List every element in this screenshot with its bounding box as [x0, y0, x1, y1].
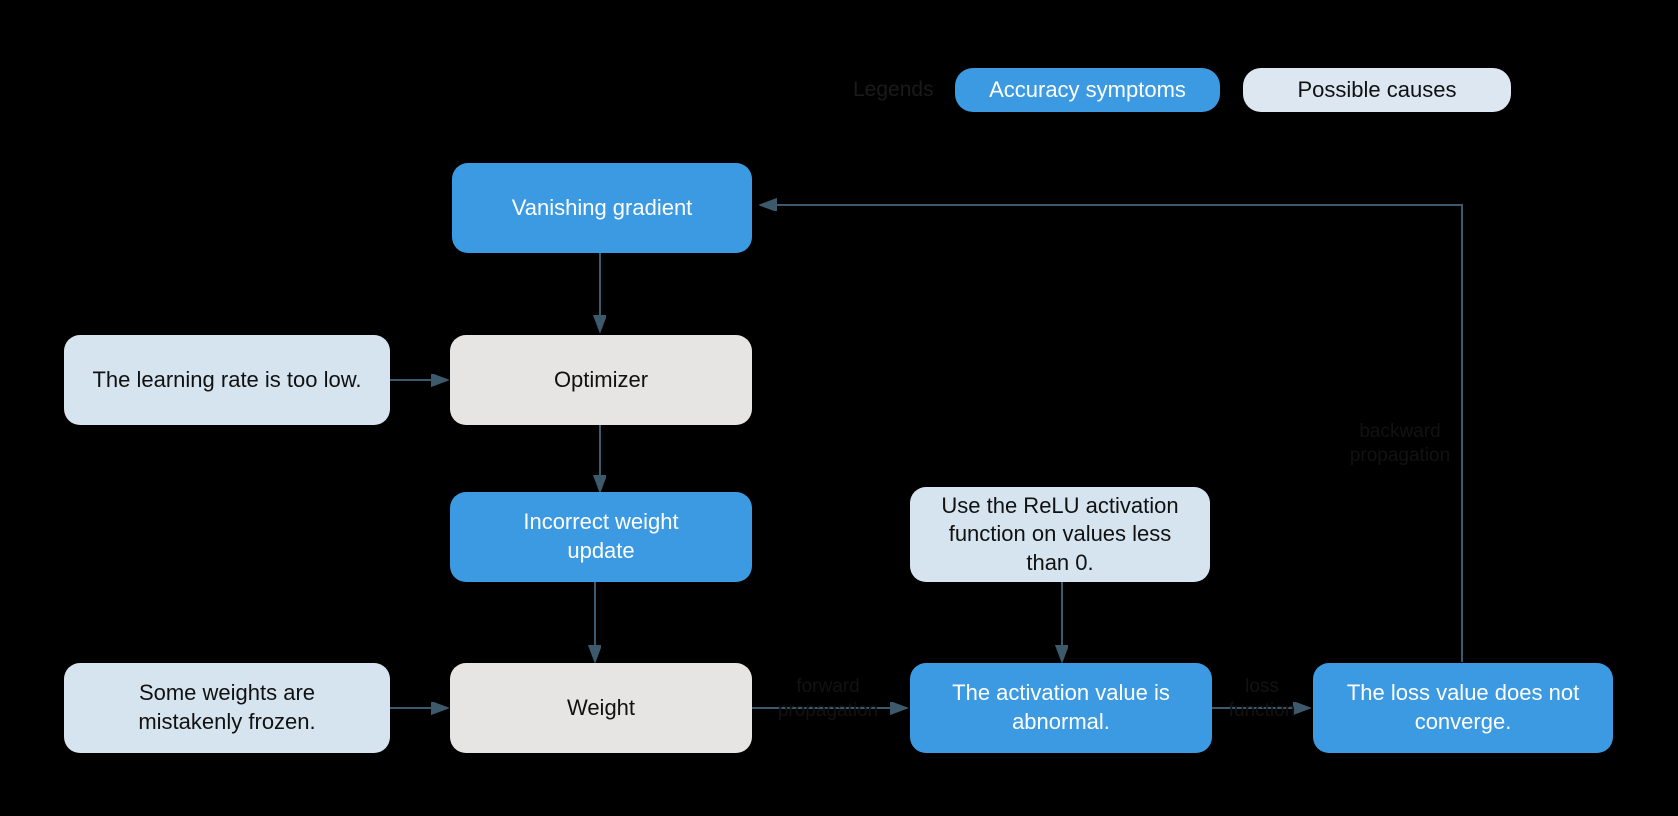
edge-label-backward-propagation: backward propagation	[1349, 421, 1451, 466]
node-label: Weight	[566, 694, 636, 720]
node-label: The loss value does not converge.	[1346, 680, 1580, 734]
edge-label-forward-propagation: forward propagation	[777, 676, 879, 721]
legend-title: Legends	[853, 78, 934, 101]
node-label: Some weights are mistakenly frozen.	[138, 680, 316, 734]
node-label: The activation value is abnormal.	[952, 680, 1170, 734]
legend-chip-label: Accuracy symptoms	[989, 77, 1186, 102]
node-label: The learning rate is too low.	[92, 366, 362, 392]
node-optimizer[interactable]: Optimizer	[450, 335, 752, 425]
node-activation-value-abnormal[interactable]: The activation value is abnormal.	[910, 663, 1212, 753]
node-vanishing-gradient[interactable]: Vanishing gradient	[452, 163, 752, 253]
node-label: Incorrect weight update	[523, 509, 679, 563]
edge-loss-to-vanishing-backprop	[762, 205, 1463, 662]
legend-chip-label: Possible causes	[1297, 77, 1457, 102]
legend-chip-accuracy-symptoms[interactable]: Accuracy symptoms	[955, 68, 1220, 112]
legend-chip-possible-causes[interactable]: Possible causes	[1243, 68, 1511, 112]
node-weight[interactable]: Weight	[450, 663, 752, 753]
edge-label-loss-function: loss function	[1228, 676, 1296, 721]
node-relu-activation-suggestion[interactable]: Use the ReLU activation function on valu…	[910, 487, 1210, 582]
node-learning-rate-too-low[interactable]: The learning rate is too low.	[64, 335, 390, 425]
node-loss-value-not-converge[interactable]: The loss value does not converge.	[1313, 663, 1613, 753]
node-label: Vanishing gradient	[511, 194, 693, 220]
node-label: Optimizer	[553, 366, 649, 392]
node-incorrect-weight-update[interactable]: Incorrect weight update	[450, 492, 752, 582]
node-weights-mistakenly-frozen[interactable]: Some weights are mistakenly frozen.	[64, 663, 390, 753]
node-label: Use the ReLU activation function on valu…	[941, 492, 1179, 575]
